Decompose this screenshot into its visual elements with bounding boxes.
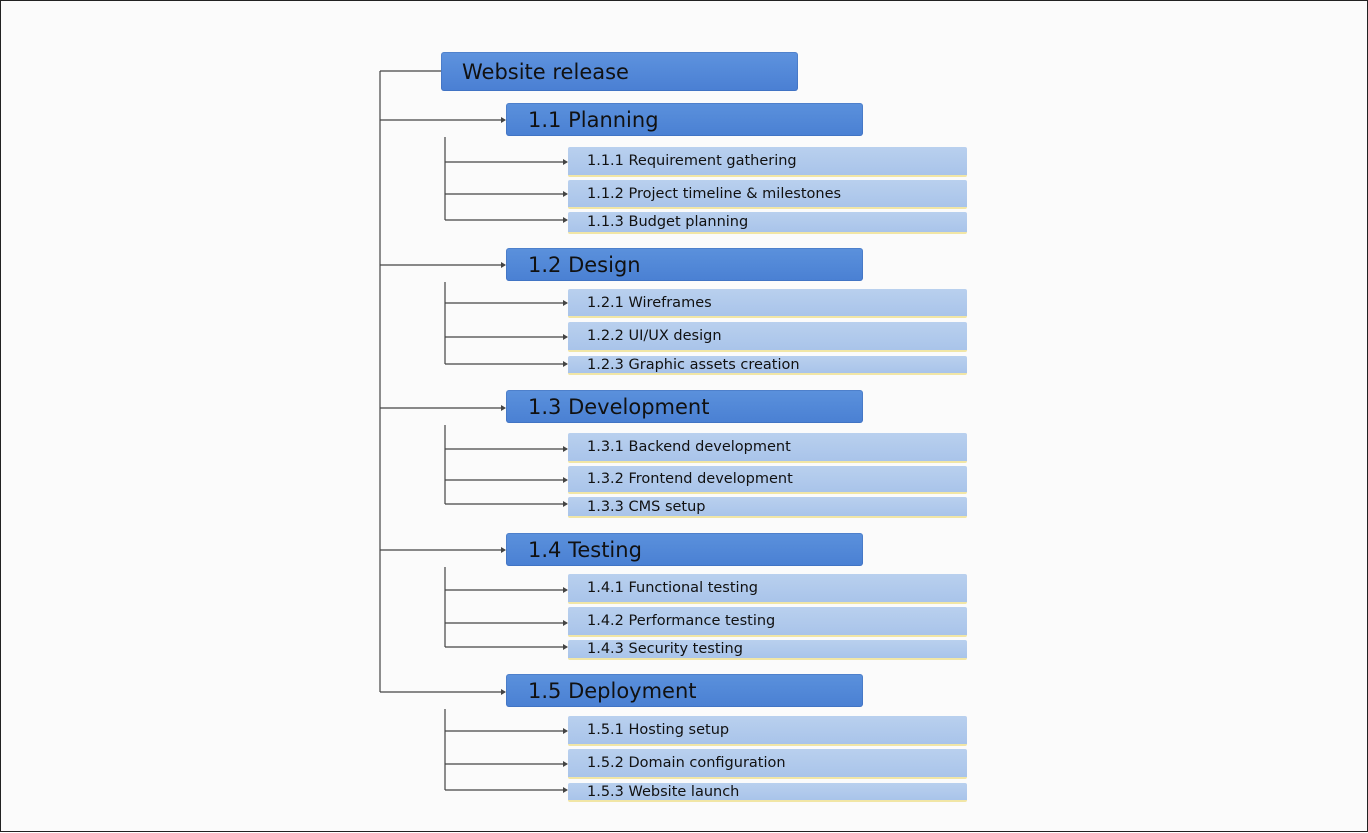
task-label: 1.3.1 Backend development (587, 439, 791, 455)
task-label: 1.4.1 Functional testing (587, 580, 758, 596)
phase-label: 1.3 Development (528, 394, 710, 419)
phase-deployment: 1.5 Deployment (506, 674, 863, 707)
task-label: 1.2.1 Wireframes (587, 294, 712, 311)
task-label: 1.3.2 Frontend development (587, 471, 793, 487)
task-project-timeline: 1.1.2 Project timeline & milestones (568, 180, 967, 209)
task-label: 1.1.1 Requirement gathering (587, 153, 797, 169)
task-website-launch: 1.5.3 Website launch (568, 783, 967, 802)
root-label: Website release (462, 59, 629, 84)
task-functional-testing: 1.4.1 Functional testing (568, 574, 967, 604)
task-label: 1.3.3 CMS setup (587, 498, 706, 515)
task-label: 1.4.3 Security testing (587, 641, 743, 657)
task-backend-development: 1.3.1 Backend development (568, 433, 967, 463)
phase-development: 1.3 Development (506, 390, 863, 423)
task-cms-setup: 1.3.3 CMS setup (568, 497, 967, 518)
task-label: 1.5.3 Website launch (587, 783, 740, 800)
task-domain-configuration: 1.5.2 Domain configuration (568, 749, 967, 779)
task-uiux-design: 1.2.2 UI/UX design (568, 322, 967, 352)
phase-design: 1.2 Design (506, 248, 863, 281)
task-security-testing: 1.4.3 Security testing (568, 640, 967, 660)
phase-label: 1.1 Planning (528, 107, 659, 132)
task-label: 1.1.3 Budget planning (587, 214, 749, 230)
task-wireframes: 1.2.1 Wireframes (568, 289, 967, 318)
task-hosting-setup: 1.5.1 Hosting setup (568, 716, 967, 746)
task-label: 1.2.3 Graphic assets creation (587, 356, 800, 373)
root-node: Website release (441, 52, 798, 91)
task-graphic-assets: 1.2.3 Graphic assets creation (568, 356, 967, 375)
task-requirement-gathering: 1.1.1 Requirement gathering (568, 147, 967, 177)
task-label: 1.2.2 UI/UX design (587, 328, 722, 344)
task-frontend-development: 1.3.2 Frontend development (568, 466, 967, 494)
phase-label: 1.4 Testing (528, 537, 642, 562)
phase-label: 1.5 Deployment (528, 678, 697, 703)
phase-planning: 1.1 Planning (506, 103, 863, 136)
task-label: 1.4.2 Performance testing (587, 613, 776, 629)
task-label: 1.1.2 Project timeline & milestones (587, 185, 842, 202)
task-budget-planning: 1.1.3 Budget planning (568, 212, 967, 234)
phase-label: 1.2 Design (528, 252, 641, 277)
phase-testing: 1.4 Testing (506, 533, 863, 566)
task-label: 1.5.1 Hosting setup (587, 722, 730, 738)
task-label: 1.5.2 Domain configuration (587, 755, 786, 771)
task-performance-testing: 1.4.2 Performance testing (568, 607, 967, 637)
